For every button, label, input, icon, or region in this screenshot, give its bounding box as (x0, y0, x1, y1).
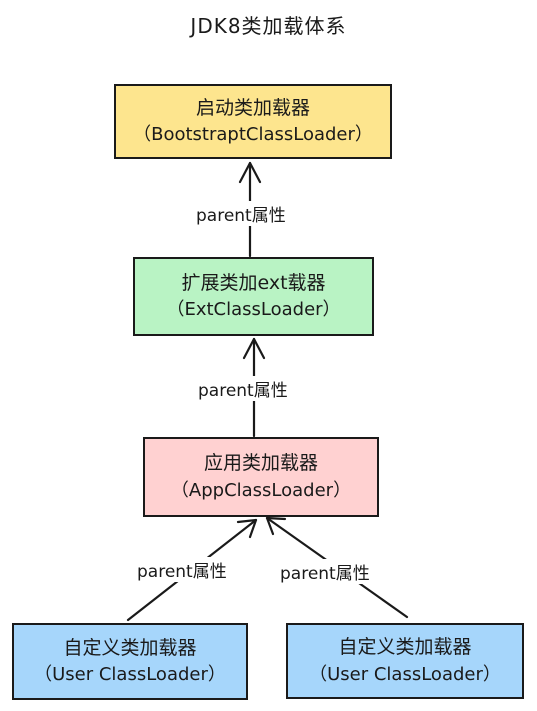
bootstrap-class: （BootstraptClassLoader） (133, 124, 373, 146)
diagram-title: JDK8类加载体系 (190, 14, 347, 38)
app-classloader-box: 应用类加载器 （AppClassLoader） (143, 437, 379, 517)
ext-name: 扩展类加ext载器 (181, 271, 326, 294)
edge-label-user1-to-app: parent属性 (135, 557, 229, 582)
bootstrap-name: 启动类加载器 (195, 96, 310, 119)
arrowhead-icon (236, 518, 258, 539)
ext-class: （ExtClassLoader） (166, 299, 341, 321)
edge-label-ext-to-bootstrap: parent属性 (194, 201, 288, 226)
arrowhead-icon (242, 337, 266, 360)
user1-class: （User ClassLoader） (34, 664, 226, 686)
user-classloader-box-left: 自定义类加载器 （User ClassLoader） (12, 623, 248, 700)
edge-label-app-to-ext: parent属性 (196, 376, 290, 401)
edge-label-user2-to-app: parent属性 (278, 559, 372, 584)
ext-classloader-box: 扩展类加ext载器 （ExtClassLoader） (133, 257, 374, 336)
arrowhead-icon (265, 516, 287, 536)
app-name: 应用类加载器 (203, 452, 318, 475)
arrowhead-icon (238, 161, 262, 184)
user2-class: （User ClassLoader） (309, 663, 501, 685)
user2-name: 自定义类加载器 (338, 636, 472, 659)
app-class: （AppClassLoader） (170, 479, 352, 501)
user1-name: 自定义类加载器 (63, 636, 197, 659)
bootstrap-classloader-box: 启动类加载器 （BootstraptClassLoader） (114, 84, 392, 159)
user-classloader-box-right: 自定义类加载器 （User ClassLoader） (286, 623, 524, 699)
